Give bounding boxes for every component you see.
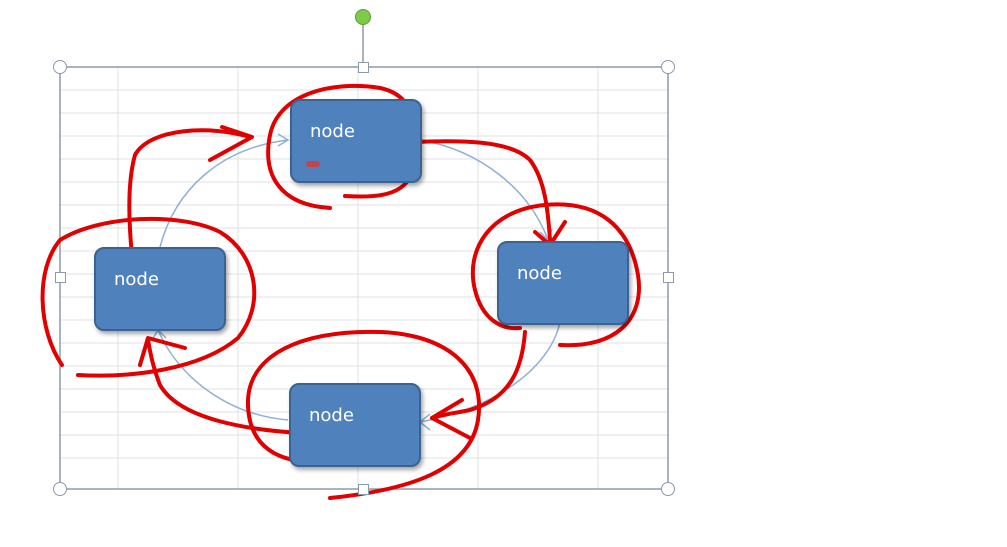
node-top[interactable]: node: [290, 99, 422, 183]
node-top-label: node: [310, 121, 355, 142]
red-arrowhead-top: [208, 125, 254, 162]
rotate-handle[interactable]: [355, 9, 371, 25]
red-cursor-mark: [306, 161, 320, 167]
connector-right-bottom: [419, 321, 561, 423]
circle-bottom: [245, 329, 482, 500]
circle-top: [266, 83, 419, 210]
circle-right: [470, 202, 641, 348]
red-arrow-right-bottom: [430, 330, 527, 420]
red-arrow-bottom-left: [146, 338, 302, 435]
resize-handle-bottom[interactable]: [358, 484, 369, 495]
red-arrowhead-left: [138, 336, 187, 367]
node-right[interactable]: node: [497, 241, 629, 325]
resize-handle-top[interactable]: [358, 62, 369, 73]
node-bottom-label: node: [309, 405, 354, 426]
circle-left: [40, 216, 257, 378]
node-left-label: node: [114, 269, 159, 290]
resize-handle-top-right[interactable]: [661, 60, 675, 74]
red-arrowhead-bottom: [430, 398, 472, 440]
resize-handle-right[interactable]: [663, 272, 674, 283]
red-arrow-left-top: [127, 128, 252, 257]
node-right-label: node: [517, 263, 562, 284]
connector-left-top: [159, 139, 289, 248]
red-arrow-top-right: [410, 139, 552, 242]
node-bottom[interactable]: node: [289, 383, 421, 467]
resize-handle-top-left[interactable]: [53, 60, 67, 74]
connector-top-right: [419, 139, 549, 241]
red-annotations: [40, 83, 641, 500]
arrowhead-top: [277, 133, 290, 147]
resize-handle-left[interactable]: [55, 272, 66, 283]
connector-bottom-left: [157, 329, 289, 421]
resize-handle-bottom-left[interactable]: [53, 482, 67, 496]
node-left[interactable]: node: [94, 247, 226, 331]
resize-handle-bottom-right[interactable]: [661, 482, 675, 496]
